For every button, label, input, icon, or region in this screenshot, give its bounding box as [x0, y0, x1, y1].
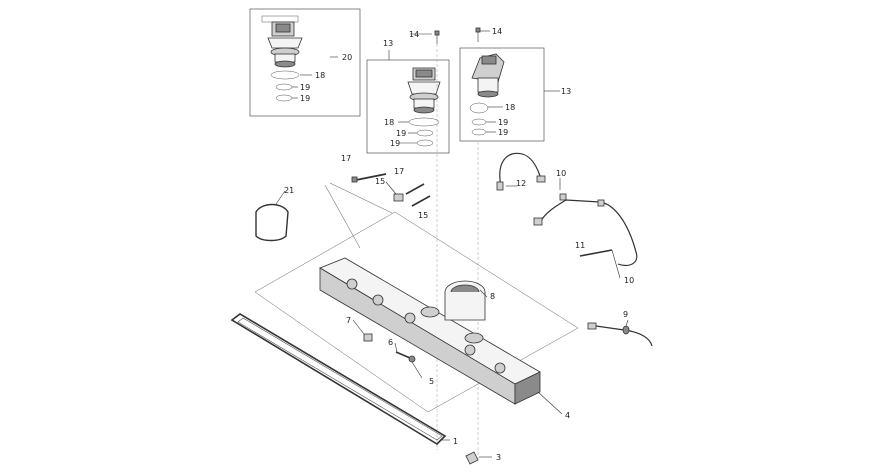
callout-14-left: 14	[409, 30, 419, 39]
gasket-18-a	[270, 70, 300, 80]
seal-ring-19-a1	[275, 83, 293, 91]
manifold-gasket-1	[230, 313, 447, 446]
connector-12	[496, 181, 504, 191]
actuator-valve-13-right	[471, 53, 505, 98]
fitting-3	[465, 451, 479, 465]
sensor-10-plug	[533, 217, 543, 226]
callout-15-upper: 15	[375, 177, 385, 186]
gasket-18-c	[469, 102, 489, 114]
callout-19-c2: 19	[498, 128, 508, 137]
screw-14-a	[434, 30, 440, 44]
seal-ring-19-c2	[471, 128, 487, 136]
leader-lines	[275, 30, 629, 458]
callout-14-right: 14	[492, 27, 502, 36]
callout-10-bottom: 10	[624, 276, 634, 285]
leader-envelope-b	[324, 184, 361, 249]
bolt-17-a	[351, 173, 387, 183]
screw-14-b	[475, 27, 481, 42]
callout-13-left: 13	[383, 39, 393, 48]
plug-7	[363, 333, 373, 342]
manifold-body-4	[319, 257, 541, 405]
callout-19-c1: 19	[498, 118, 508, 127]
callout-19-a2: 19	[300, 94, 310, 103]
connector-12-end	[536, 175, 546, 183]
assembly-envelope	[254, 211, 579, 413]
sensor-10-head	[597, 199, 605, 207]
callout-6: 6	[388, 338, 393, 347]
callout-18-c: 18	[505, 103, 515, 112]
callout-21: 21	[284, 186, 294, 195]
sensor-cable-10	[539, 199, 638, 267]
inset-box-13-left	[366, 59, 450, 154]
callout-8: 8	[490, 292, 495, 301]
callout-7: 7	[346, 316, 351, 325]
callout-1: 1	[453, 437, 458, 446]
spacer-16	[393, 193, 404, 202]
callout-4: 4	[565, 411, 570, 420]
callout-13-right: 13	[561, 87, 571, 96]
inset-box-20	[249, 8, 361, 117]
callout-18-b: 18	[384, 118, 394, 127]
callout-17-a: 17	[341, 154, 351, 163]
callout-labels: 1 3 4 5 6 7 8 9 10 10 11 12 13 13 14 14 …	[284, 27, 634, 462]
callout-19-b2: 19	[390, 139, 400, 148]
callout-17-b: 17	[394, 167, 404, 176]
actuator-valve-20	[261, 15, 303, 68]
callout-11: 11	[575, 241, 585, 250]
bolt-17-b	[405, 183, 425, 195]
cable-harness-12	[499, 152, 541, 187]
seal-ring-19-a2	[275, 94, 293, 102]
sensor-9	[587, 322, 653, 347]
gasket-21	[255, 203, 289, 242]
callout-5: 5	[429, 377, 434, 386]
sensor-6	[395, 351, 416, 363]
callout-3: 3	[496, 453, 501, 462]
bolt-11	[579, 249, 613, 257]
inset-box-13-right	[459, 47, 545, 142]
seal-ring-19-c1	[471, 118, 487, 126]
gasket-18-b	[408, 117, 440, 127]
callout-15-lower: 15	[418, 211, 428, 220]
callout-20: 20	[342, 53, 352, 62]
bolt-15	[411, 195, 431, 207]
actuator-valve-13-left	[407, 67, 441, 114]
seal-ring-19-b2	[416, 139, 434, 147]
callout-9: 9	[623, 310, 628, 319]
callout-19-b1: 19	[396, 129, 406, 138]
sensor-10-clip	[559, 193, 567, 201]
callout-10-top: 10	[556, 169, 566, 178]
callout-18-a: 18	[315, 71, 325, 80]
callout-19-a1: 19	[300, 83, 310, 92]
callout-12: 12	[516, 179, 526, 188]
leader-envelope-a	[329, 182, 393, 214]
seal-ring-19-b1	[416, 129, 434, 137]
